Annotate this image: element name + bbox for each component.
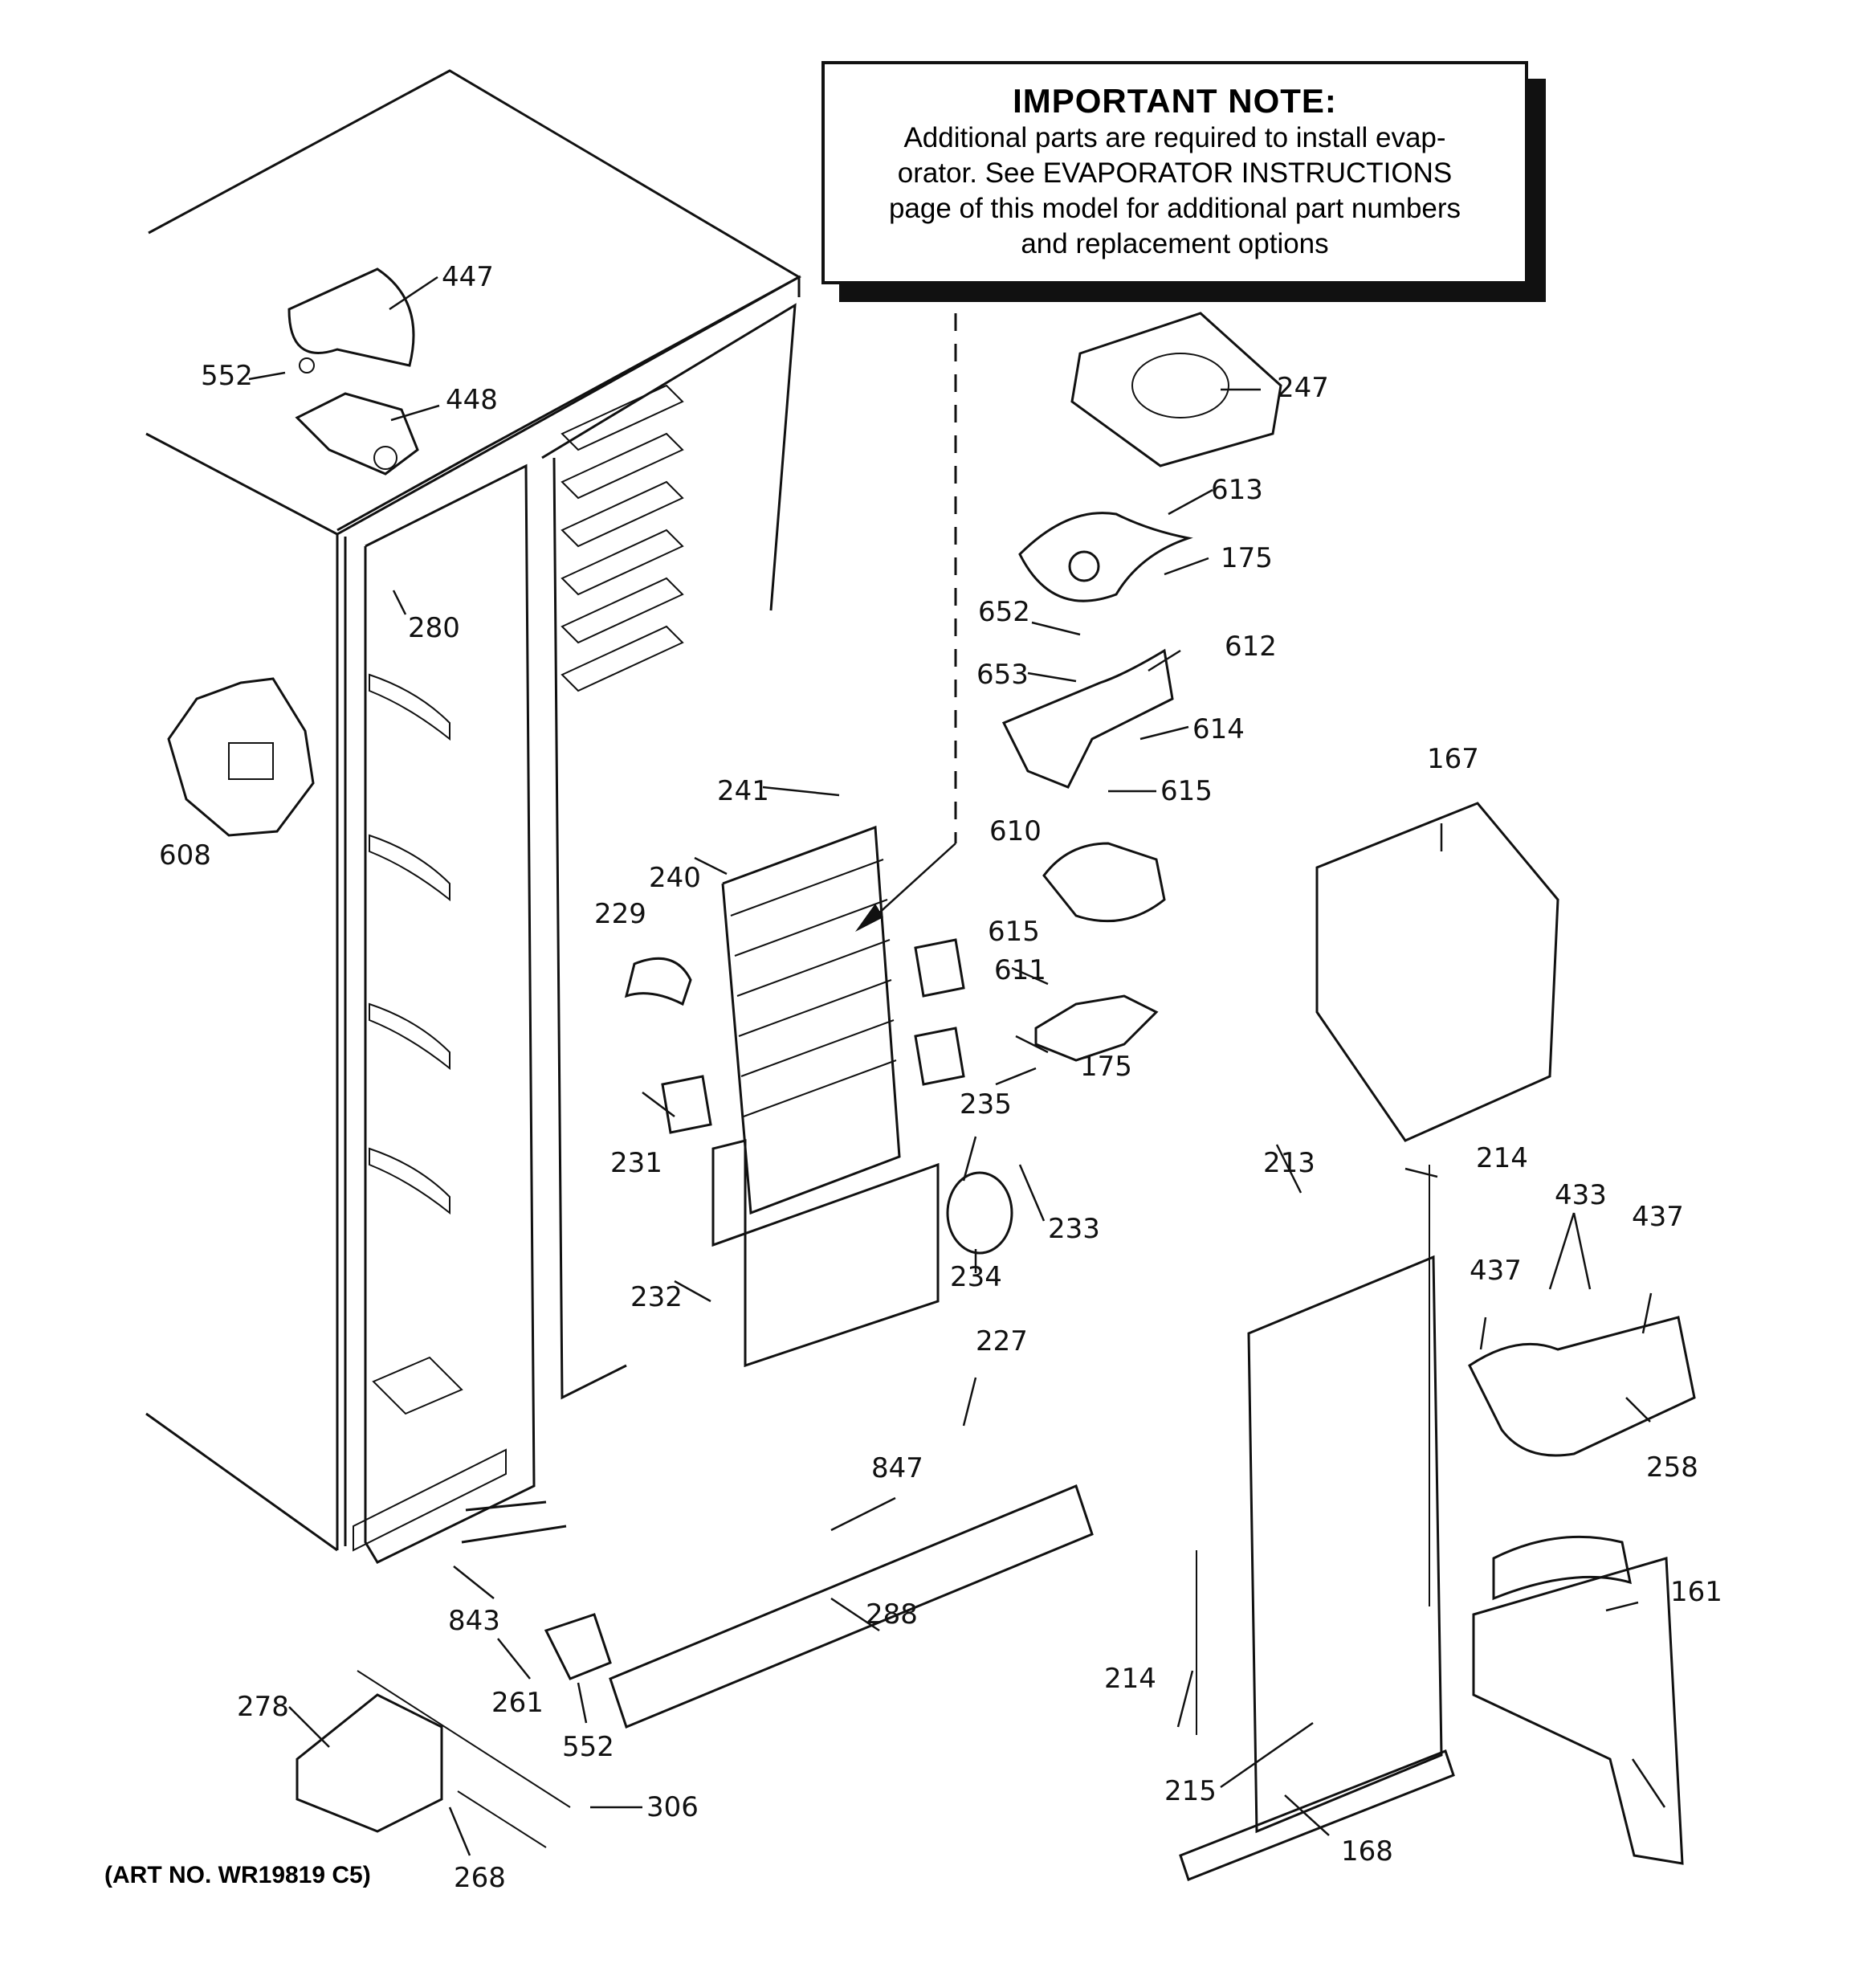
important-note-box: IMPORTANT NOTE: Additional parts are req… — [821, 61, 1528, 284]
callout-652: 652 — [978, 596, 1030, 628]
cabinet-drawing — [145, 69, 802, 1564]
callout-437-left: 437 — [1470, 1255, 1522, 1287]
callout-247: 247 — [1277, 372, 1329, 404]
detail-octagon — [167, 677, 315, 837]
callout-433: 433 — [1555, 1179, 1607, 1211]
callout-653: 653 — [976, 659, 1029, 691]
note-line-3: page of this model for additional part n… — [888, 193, 1461, 224]
callout-447: 447 — [442, 261, 494, 293]
callout-175-bottom: 175 — [1080, 1051, 1132, 1083]
callout-448: 448 — [446, 384, 498, 416]
leader-lines — [248, 276, 1666, 1856]
top-hinge-parts — [287, 267, 419, 476]
callout-261: 261 — [491, 1687, 544, 1719]
callout-268: 268 — [454, 1862, 506, 1894]
art-number: (ART NO. WR19819 C5) — [104, 1862, 371, 1888]
callout-552-bottom: 552 — [562, 1731, 614, 1763]
callout-231: 231 — [610, 1147, 662, 1179]
callout-612: 612 — [1225, 631, 1277, 663]
callout-214-bottom: 214 — [1104, 1663, 1156, 1695]
callout-615-bottom: 615 — [988, 916, 1040, 948]
callout-615-top: 615 — [1160, 775, 1213, 807]
callout-258: 258 — [1646, 1451, 1698, 1484]
callout-241: 241 — [717, 775, 769, 807]
callout-233: 233 — [1048, 1213, 1100, 1245]
callout-306: 306 — [646, 1791, 699, 1823]
callout-227: 227 — [976, 1325, 1028, 1357]
bottom-parts — [296, 1484, 1094, 1848]
callout-847: 847 — [871, 1452, 923, 1484]
note-line-1: Additional parts are required to install… — [903, 122, 1446, 153]
callout-843: 843 — [448, 1605, 500, 1637]
callout-278: 278 — [237, 1691, 289, 1723]
callout-437-right: 437 — [1632, 1201, 1684, 1233]
callout-229: 229 — [594, 898, 646, 930]
callout-240: 240 — [649, 862, 701, 894]
callout-610: 610 — [989, 815, 1042, 847]
callout-167: 167 — [1427, 743, 1479, 775]
callout-611: 611 — [994, 954, 1046, 986]
callout-552-top: 552 — [201, 360, 253, 392]
callout-608: 608 — [159, 839, 211, 872]
callout-168: 168 — [1341, 1835, 1393, 1868]
right-side-parts — [1179, 802, 1696, 1881]
callout-288: 288 — [866, 1598, 918, 1631]
callout-235: 235 — [960, 1088, 1012, 1121]
callout-614: 614 — [1192, 713, 1245, 745]
callout-215: 215 — [1164, 1775, 1217, 1807]
callout-214-top: 214 — [1476, 1142, 1528, 1174]
fan-assembly — [1001, 312, 1282, 1062]
callout-234: 234 — [950, 1261, 1002, 1293]
callout-613: 613 — [1211, 474, 1263, 506]
callout-213: 213 — [1263, 1147, 1315, 1179]
callout-280: 280 — [408, 612, 460, 644]
callout-161: 161 — [1670, 1576, 1722, 1608]
note-line-2: orator. See EVAPORATOR INSTRUCTIONS — [897, 157, 1453, 189]
evaporator-drawing — [624, 825, 1013, 1368]
callout-232: 232 — [630, 1281, 683, 1313]
note-line-4: and replacement options — [1021, 228, 1329, 259]
callout-175-top: 175 — [1221, 542, 1273, 574]
note-title: IMPORTANT NOTE: — [1013, 82, 1337, 120]
